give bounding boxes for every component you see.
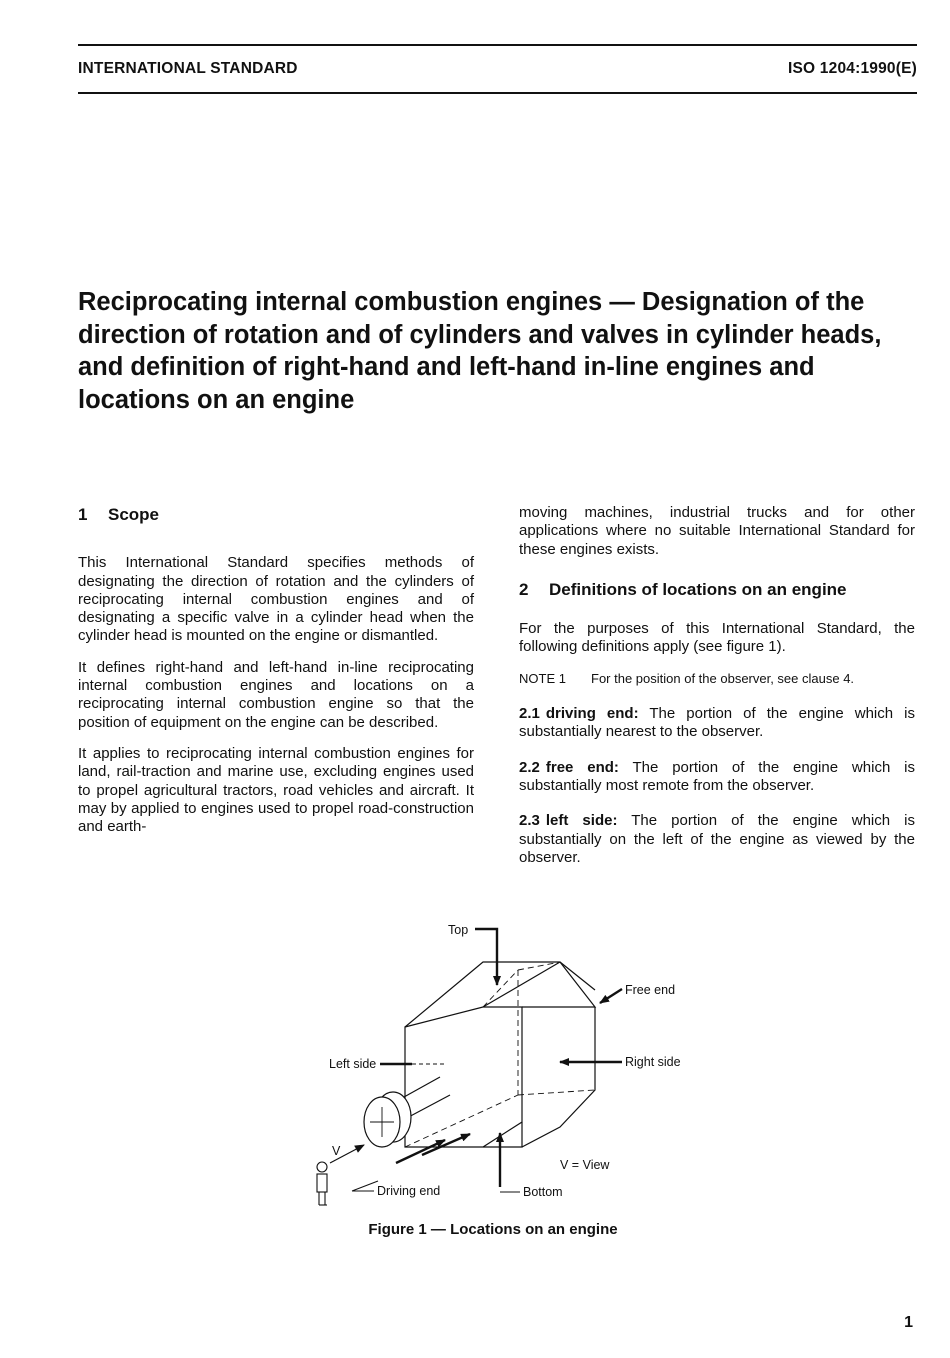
label-right-side: Right side (625, 1055, 681, 1069)
label-free-end: Free end (625, 983, 675, 997)
note-text: For the position of the observer, see cl… (591, 670, 855, 686)
header-rule-top (78, 44, 917, 46)
section-2-heading: 2 Definitions of locations on an engine (519, 579, 915, 599)
scope-paragraph-3: It applies to reciprocating internal com… (78, 744, 474, 836)
location-arrows (380, 927, 623, 1187)
definition-text: The portion of the engine which is subst… (519, 812, 915, 866)
label-view-key: V = View (560, 1158, 610, 1172)
view-arrow (329, 1144, 365, 1164)
definition-term: driving end: (545, 705, 639, 723)
scope-paragraph-2: It defines right-hand and left-hand in-l… (78, 658, 474, 731)
standard-number: ISO 1204:1990(E) (788, 60, 917, 77)
engine-diagram: V Top Free end Left side Right side V = … (316, 923, 681, 1206)
label-driving-end: Driving end (377, 1184, 440, 1198)
engine-locations-figure: V Top Free end Left side Right side V = … (300, 915, 700, 1215)
view-letter: V (332, 1144, 341, 1158)
section-1-number: 1 (78, 505, 88, 524)
label-left-side: Left side (329, 1057, 376, 1071)
document-title: Reciprocating internal combustion engine… (78, 288, 882, 414)
document-type: INTERNATIONAL STANDARD (78, 60, 298, 77)
definition-driving-end: 2.1 driving end: The portion of the engin… (519, 705, 915, 742)
scope-paragraph-1: This International Standard specifies me… (78, 554, 474, 645)
label-top: Top (448, 923, 468, 937)
page-number: 1 (904, 1314, 913, 1331)
definition-text: The portion of the engine which is subst… (519, 705, 915, 741)
definition-number: 2.2 (519, 758, 540, 776)
section-1-heading: 1 Scope (78, 505, 474, 524)
crankshaft-flange (363, 1076, 451, 1148)
definition-text: The portion of the engine which is subst… (519, 758, 915, 794)
dimension-leaders (351, 1063, 520, 1193)
section-1-title: Scope (108, 505, 160, 524)
definition-number: 2.1 (519, 705, 540, 723)
figure-caption: Figure 1 — Locations on an engine (368, 1221, 618, 1238)
section-2-title: Definitions of locations on an engine (549, 579, 847, 599)
definition-number: 2.3 (519, 812, 540, 830)
right-column: moving machines, industrial trucks and f… (519, 504, 915, 884)
left-column: 1 Scope This International Standard speci… (78, 504, 474, 849)
definition-free-end: 2.2 free end: The portion of the engine w… (519, 759, 915, 796)
section-2-number: 2 (519, 579, 529, 599)
note-label: NOTE 1 (519, 670, 566, 686)
definition-term: free end: (545, 758, 619, 776)
label-bottom: Bottom (523, 1185, 563, 1199)
observer-icon (316, 1161, 328, 1206)
note-1: NOTE 1 For the position of the observer, … (519, 670, 915, 688)
definition-term: left side: (545, 812, 618, 830)
definitions-intro: For the purposes of this International S… (519, 620, 915, 656)
engine-block (404, 961, 597, 1148)
scope-paragraph-3-continued: moving machines, industrial trucks and f… (519, 504, 915, 558)
definition-left-side: 2.3 left side: The portion of the engine … (519, 812, 915, 867)
header-rule-bottom (78, 92, 917, 94)
